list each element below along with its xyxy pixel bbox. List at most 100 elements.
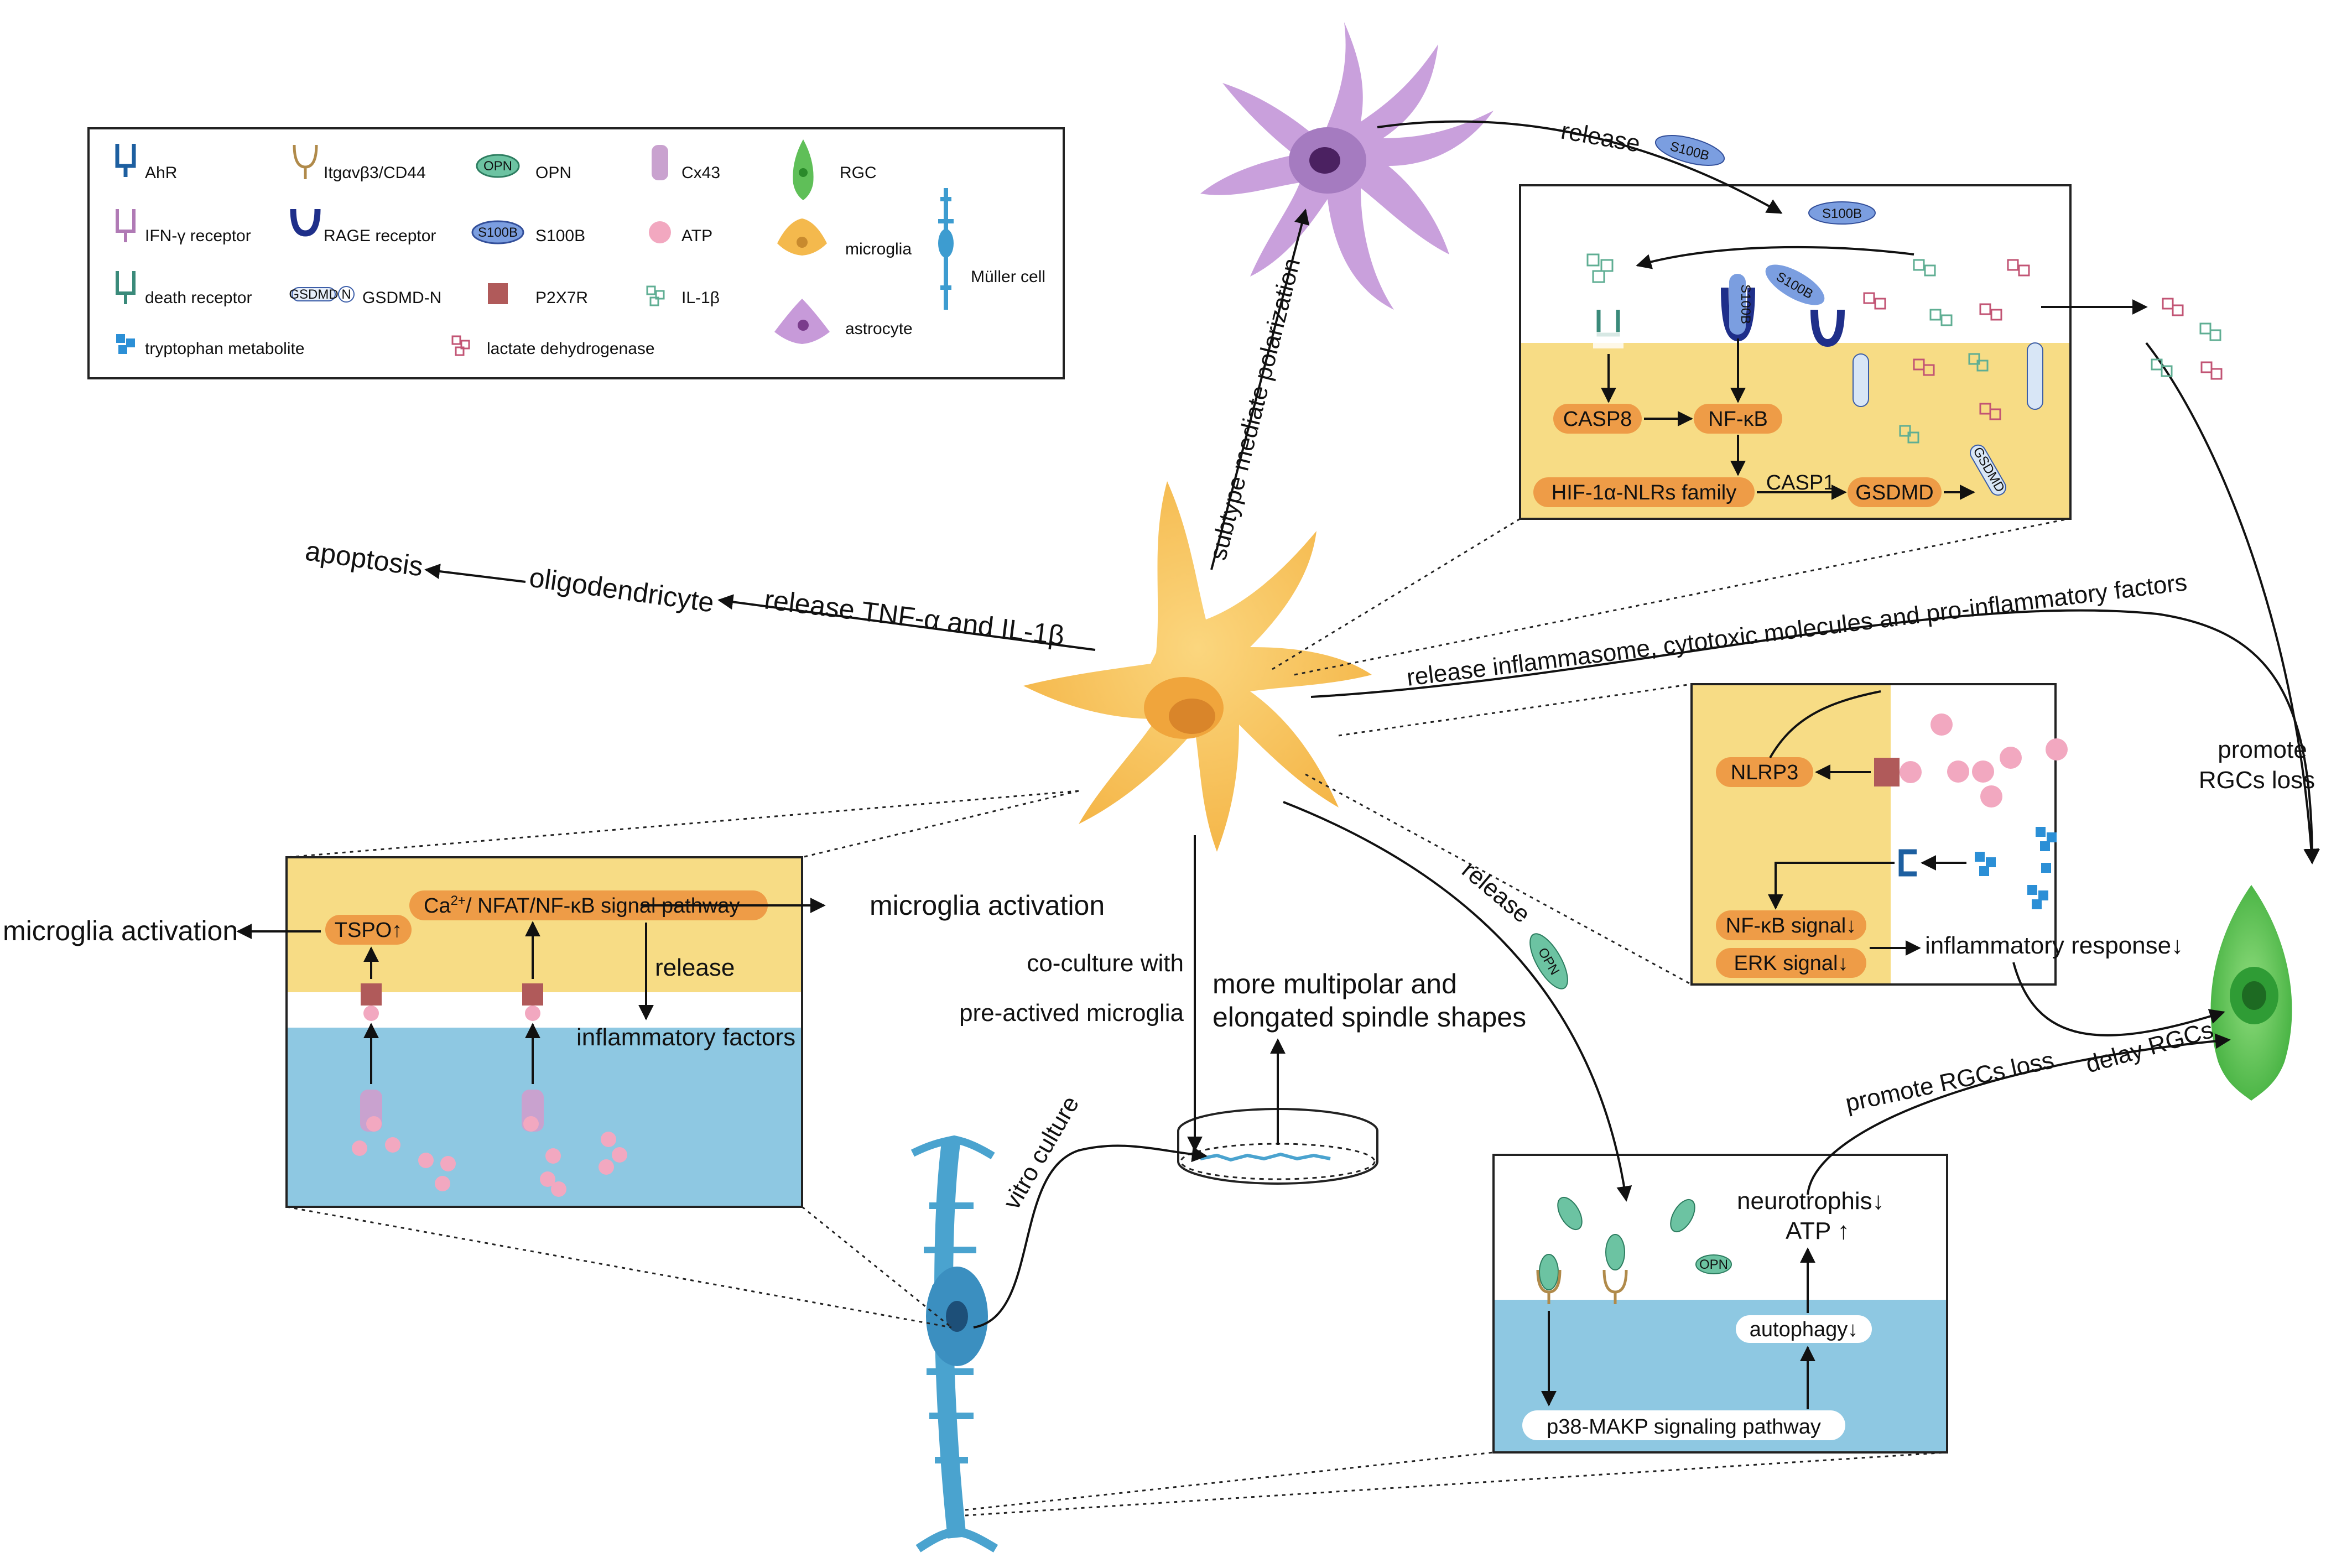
microglia-activation-left-label: microglia activation [3,915,238,946]
ifn-receptor-icon [116,209,136,242]
legend-trp: tryptophan metabolite [145,340,305,358]
legend-il1b: IL-1β [681,289,720,307]
gsdmd-n-icon [292,287,336,301]
opn-label: OPN [1699,1257,1728,1272]
nfkb-signal-label: NF-κB signal↓ [1726,914,1857,937]
ldh-icon [451,335,470,356]
tryptophan-icon [116,334,135,354]
multipolar-label-1: more multipolar and [1213,968,1457,999]
ca-pathway-pill [409,890,768,920]
ahr-icon [1898,849,1917,877]
ahr-icon [115,144,136,177]
legend-death: death receptor [145,289,252,307]
gsdmd-pore [1853,353,1869,407]
atp-label: ATP ↑ [1786,1217,1850,1244]
casp1-label: CASP1 [1766,471,1835,494]
rage-receptor-icon [1721,287,1755,342]
legend-p2x7r: P2X7R [535,289,588,307]
multipolar-label-2: elongated spindle shapes [1213,1002,1526,1033]
itg-receptor-icon [1602,1269,1628,1304]
legend-microglia: microglia [845,240,912,258]
rage-receptor-icon [1810,309,1845,347]
p38-label: p38-MAKP signaling pathway [1547,1415,1821,1439]
p2x7r-icon [522,983,543,1006]
death-receptor-icon [116,271,136,304]
hif-pill [1533,477,1755,507]
apoptosis-label: apoptosis [303,535,425,582]
promote-rgcs-loss-label: promote RGCs loss [1843,1046,2057,1117]
p2x7r-icon [361,983,382,1006]
gsdmd-pill [1848,477,1942,507]
il1b-icon [646,285,665,306]
microglia-cell [1023,481,1372,852]
atp-particles [1930,713,2068,808]
subtype-polarization-label: subtype mediate polarization [1204,256,1305,562]
nfkb-pill [1694,404,1782,434]
legend-box: AhR Itgαvβ3/CD44 OPN OPN Cx43 RGC IFN-γ … [87,127,1065,379]
hif-label: HIF-1α-NLRs family [1552,481,1736,504]
opn-icon [476,154,520,178]
rage-receptor-icon [290,209,321,237]
inflammatory-factors-label: inflammatory factors [576,1024,795,1051]
microglia-activation-mid-label: microglia activation [870,890,1105,921]
neurotrophis-label: neurotrophis↓ [1737,1187,1885,1215]
legend-atp: ATP [681,227,712,245]
tspo-pill [325,915,412,945]
legend-rgc: RGC [840,164,877,182]
s100b-released-2: S100B [1822,206,1862,221]
cx43-icon [652,145,668,180]
legend-itg: Itgαvβ3/CD44 [324,164,426,182]
box-tspo: TSPO↑ Ca2+/ NFAT/NF-κB signal pathway re… [285,856,803,1208]
legend-s100b-badge: S100B [478,225,518,240]
erk-signal-label: ERK signal↓ [1734,952,1849,975]
inflammatory-response-label: inflammatory response↓ [1925,932,2183,959]
legend-n-badge: N [341,287,351,302]
tspo-label: TSPO↑ [335,919,402,942]
atp-icon [649,221,671,243]
box-p2x7r: NLRP3 NF-κB signal↓ ERK signal↓ inflamma… [1690,683,2183,986]
legend-gsdmd-n: GSDMD-N [362,289,441,307]
casp8-pill [1553,404,1642,434]
s100b-icon [471,220,524,244]
box-s100b: S100B S100B GSDMD CASP8 NF-κB HIF-1 [1519,184,2072,520]
legend-cx43: Cx43 [681,164,720,182]
s100b-bound-label: S100B [1738,284,1753,324]
box-opn: OPN neurotrophis↓ ATP ↑ autophagy↓ p38-M… [1492,1154,1948,1454]
gsdmd-label: GSDMD [1855,481,1933,504]
legend-astrocyte: astrocyte [845,320,913,338]
autophagy-label: autophagy↓ [1750,1318,1859,1341]
p2x7r-icon [1874,758,1900,786]
p2x7r-icon [488,283,508,304]
legend-opn: OPN [535,164,571,182]
delay-rgcs-label: delay RGCs [2083,1016,2216,1078]
casp8-label: CASP8 [1563,408,1632,431]
rgc-cell [2210,885,2292,1101]
s100b-icon [1765,264,1825,305]
gsdmd-pore [2027,342,2043,410]
promote-label-1: promote [2218,736,2307,763]
gsdmd-fragment [1970,444,2006,496]
released-particles [2151,298,2223,380]
release-s100b-label: release [1559,117,1642,158]
legend-ifn: IFN-γ receptor [145,227,251,245]
nlrp3-pill [1716,757,1813,787]
nlrp3-label: NLRP3 [1731,761,1799,784]
inflammasome-label: release inflammasome, cytotoxic molecule… [1405,569,2188,691]
nfkb-label: NF-κB [1708,408,1768,431]
legend-ldh: lactate dehydrogenase [487,340,655,358]
main-arrows [236,120,2320,1329]
autophagy-pill [1736,1315,1872,1343]
itg-receptor-icon [293,144,318,179]
oligodendrocyte-label: oligodendricyte [527,561,716,618]
legend-gsdmd-badge: GSDMD [289,287,338,302]
legend-s100b: S100B [535,227,585,245]
nfkb-signal-pill [1716,910,1866,940]
muller-cell [910,1135,998,1553]
p38-pill [1522,1410,1845,1440]
ldh-particles [1863,259,2030,420]
release-inner-label: release [655,954,735,981]
tnf-il1b-label: release TNF-α and IL-1β [763,584,1066,651]
atp-particles [352,1116,627,1197]
tryptophan-particles [1975,827,2057,909]
